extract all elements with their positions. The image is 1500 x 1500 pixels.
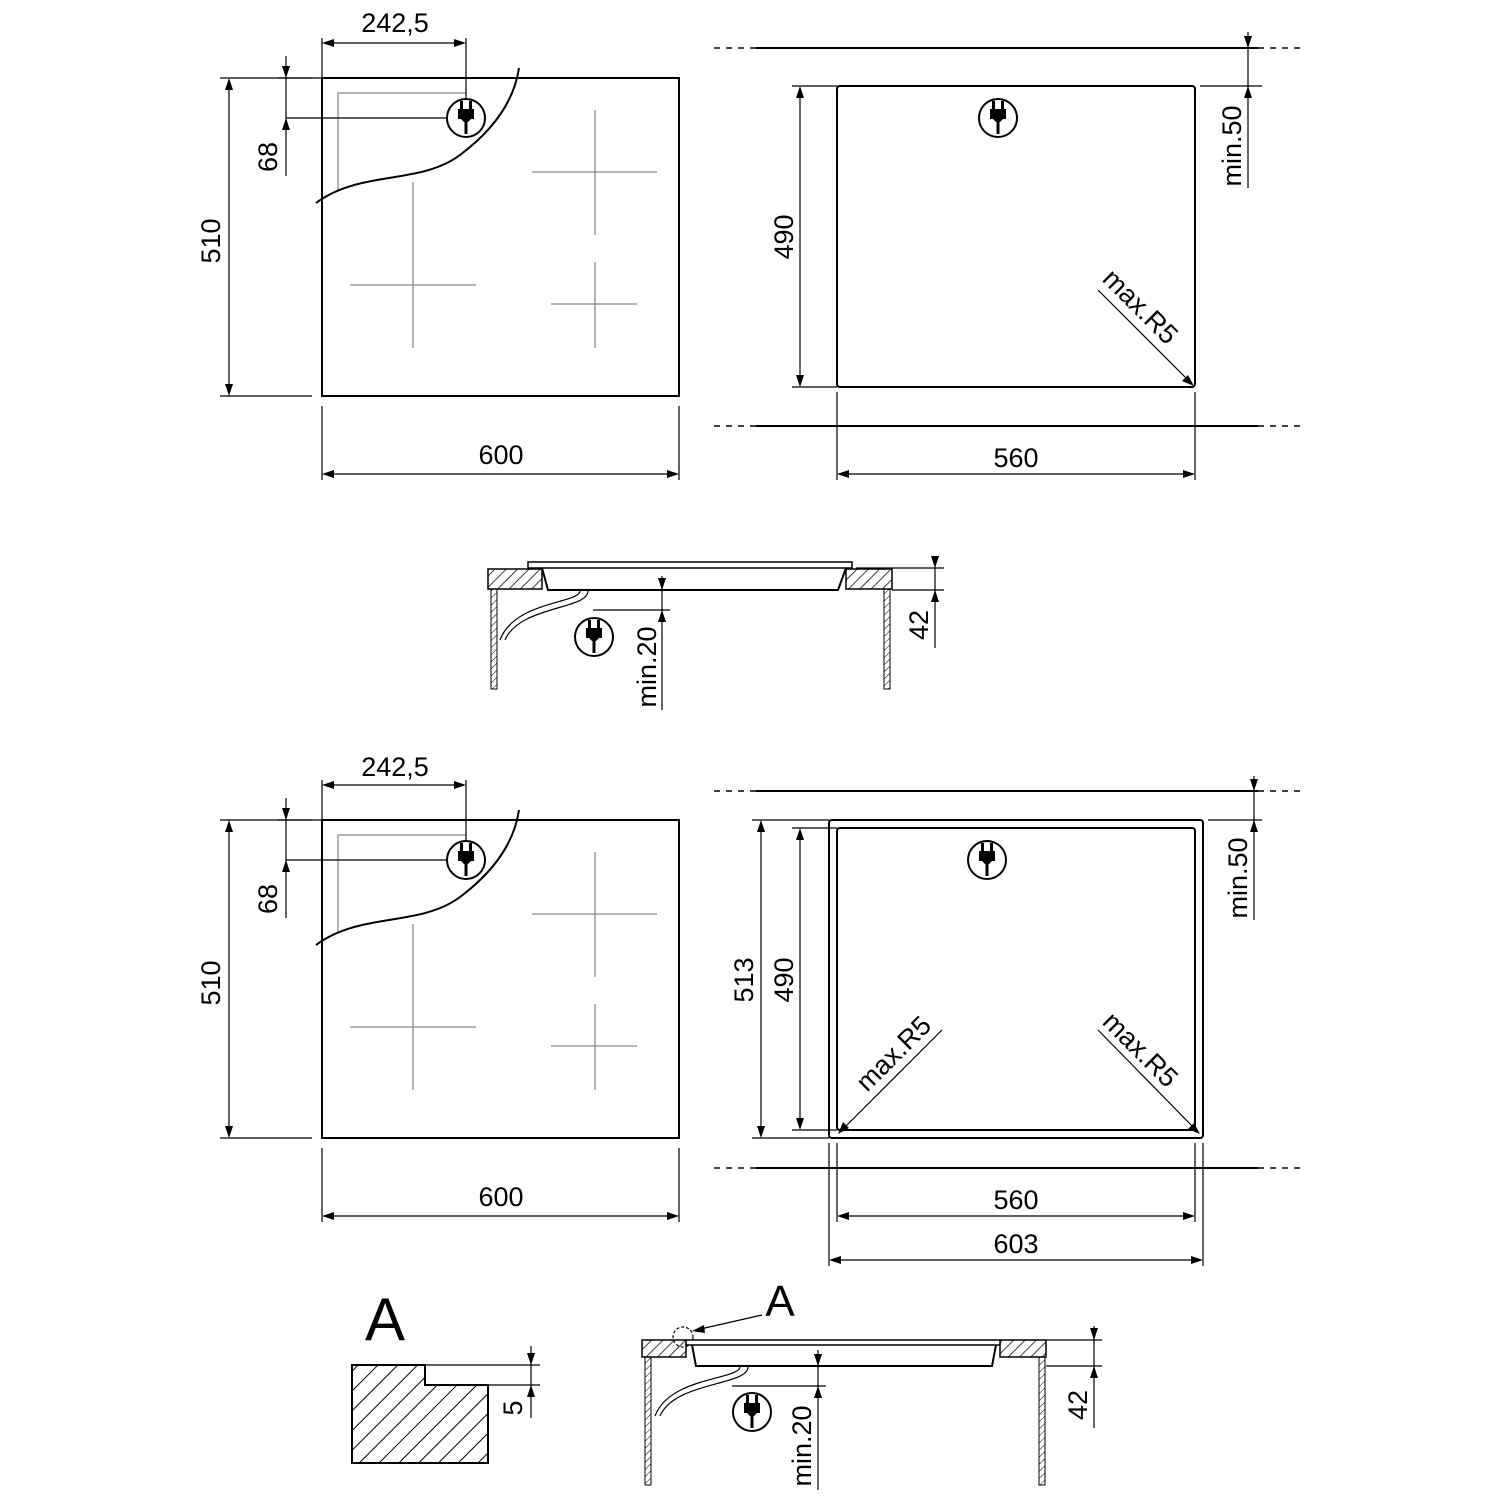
plug-icon [446,98,486,138]
worktop-section [999,1339,1047,1358]
dim-hob-height: 42 [904,610,934,640]
cable [499,589,581,641]
dim-clearance-back: min.50 [1223,837,1253,918]
glass-top [527,561,853,569]
hob-outline [321,77,680,397]
rebate-outline [828,819,1204,1139]
dim-flush-depth: 513 [729,957,759,1002]
cut-line [315,809,520,946]
glass-top [685,1339,1001,1346]
dim-corner-radius: max.R5 [1097,263,1184,350]
radius-leader [1097,289,1191,383]
dim-cutout-depth: 490 [769,214,799,259]
dim-flush-width: 603 [993,1229,1038,1259]
dim-plug-x: 242,5 [361,8,429,38]
cabinet-wall [490,588,498,690]
hob-plan-bottom: 242,5 68 510 600 [196,752,680,1222]
hob-plan-top: 242,5 68 510 600 [196,8,680,480]
section-view-top: min.20 42 [487,556,944,710]
worktop-section [641,1339,687,1358]
radius-leader [1097,1029,1197,1131]
detail-a: A 5 [351,1286,540,1464]
dim-hob-height: 42 [1063,1390,1093,1420]
callout-leader [695,1314,763,1331]
cabinet-wall [644,1356,652,1486]
cutout-outline [836,827,1196,1131]
cable [654,1365,741,1417]
worktop-section [487,568,543,590]
cutout-plan-bottom: 513 490 560 603 min.50 max.R5 m [714,776,1305,1266]
dim-clearance-below: min.20 [787,1405,817,1486]
dim-corner-radius: max.R5 [850,1010,937,1097]
detail-a-title: A [365,1286,405,1353]
dim-hob-depth: 510 [196,218,226,263]
dim-plug-y: 68 [253,142,283,172]
radius-leader [841,1029,943,1131]
section-view-bottom: A min.20 42 [641,1277,1102,1490]
plug-icon [978,98,1018,138]
dim-detail-step: 5 [498,1400,528,1415]
hob-body [541,567,847,591]
plug-icon [967,840,1007,880]
hob-outline [321,819,680,1139]
cabinet-wall [883,588,891,690]
cable-area [337,834,466,932]
dim-clearance-below: min.20 [632,626,662,707]
dim-hob-width: 600 [478,440,523,470]
cutout-outline [836,85,1196,388]
cutout-plan-top: 490 560 min.50 max.R5 [714,32,1305,480]
cable [504,589,589,641]
plug-icon [446,840,486,880]
plug-icon [574,617,614,657]
dim-corner-radius: max.R5 [1097,1006,1184,1093]
cut-line [315,67,520,204]
dim-cutout-width: 560 [993,1185,1038,1215]
cabinet-wall [1038,1356,1046,1486]
dim-plug-y: 68 [253,884,283,914]
dim-hob-depth: 510 [196,960,226,1005]
dim-cutout-width: 560 [993,443,1038,473]
worktop-rebate-section [351,1364,489,1464]
hob-body [691,1344,997,1367]
dim-plug-x: 242,5 [361,752,429,782]
cable [659,1365,749,1417]
worktop-section [845,568,893,590]
detail-a-callout: A [765,1277,795,1326]
cable-area [337,92,466,190]
dim-clearance-back: min.50 [1217,105,1247,186]
plug-icon [732,1392,772,1432]
dim-hob-width: 600 [478,1182,523,1212]
dim-cutout-depth: 490 [769,957,799,1002]
